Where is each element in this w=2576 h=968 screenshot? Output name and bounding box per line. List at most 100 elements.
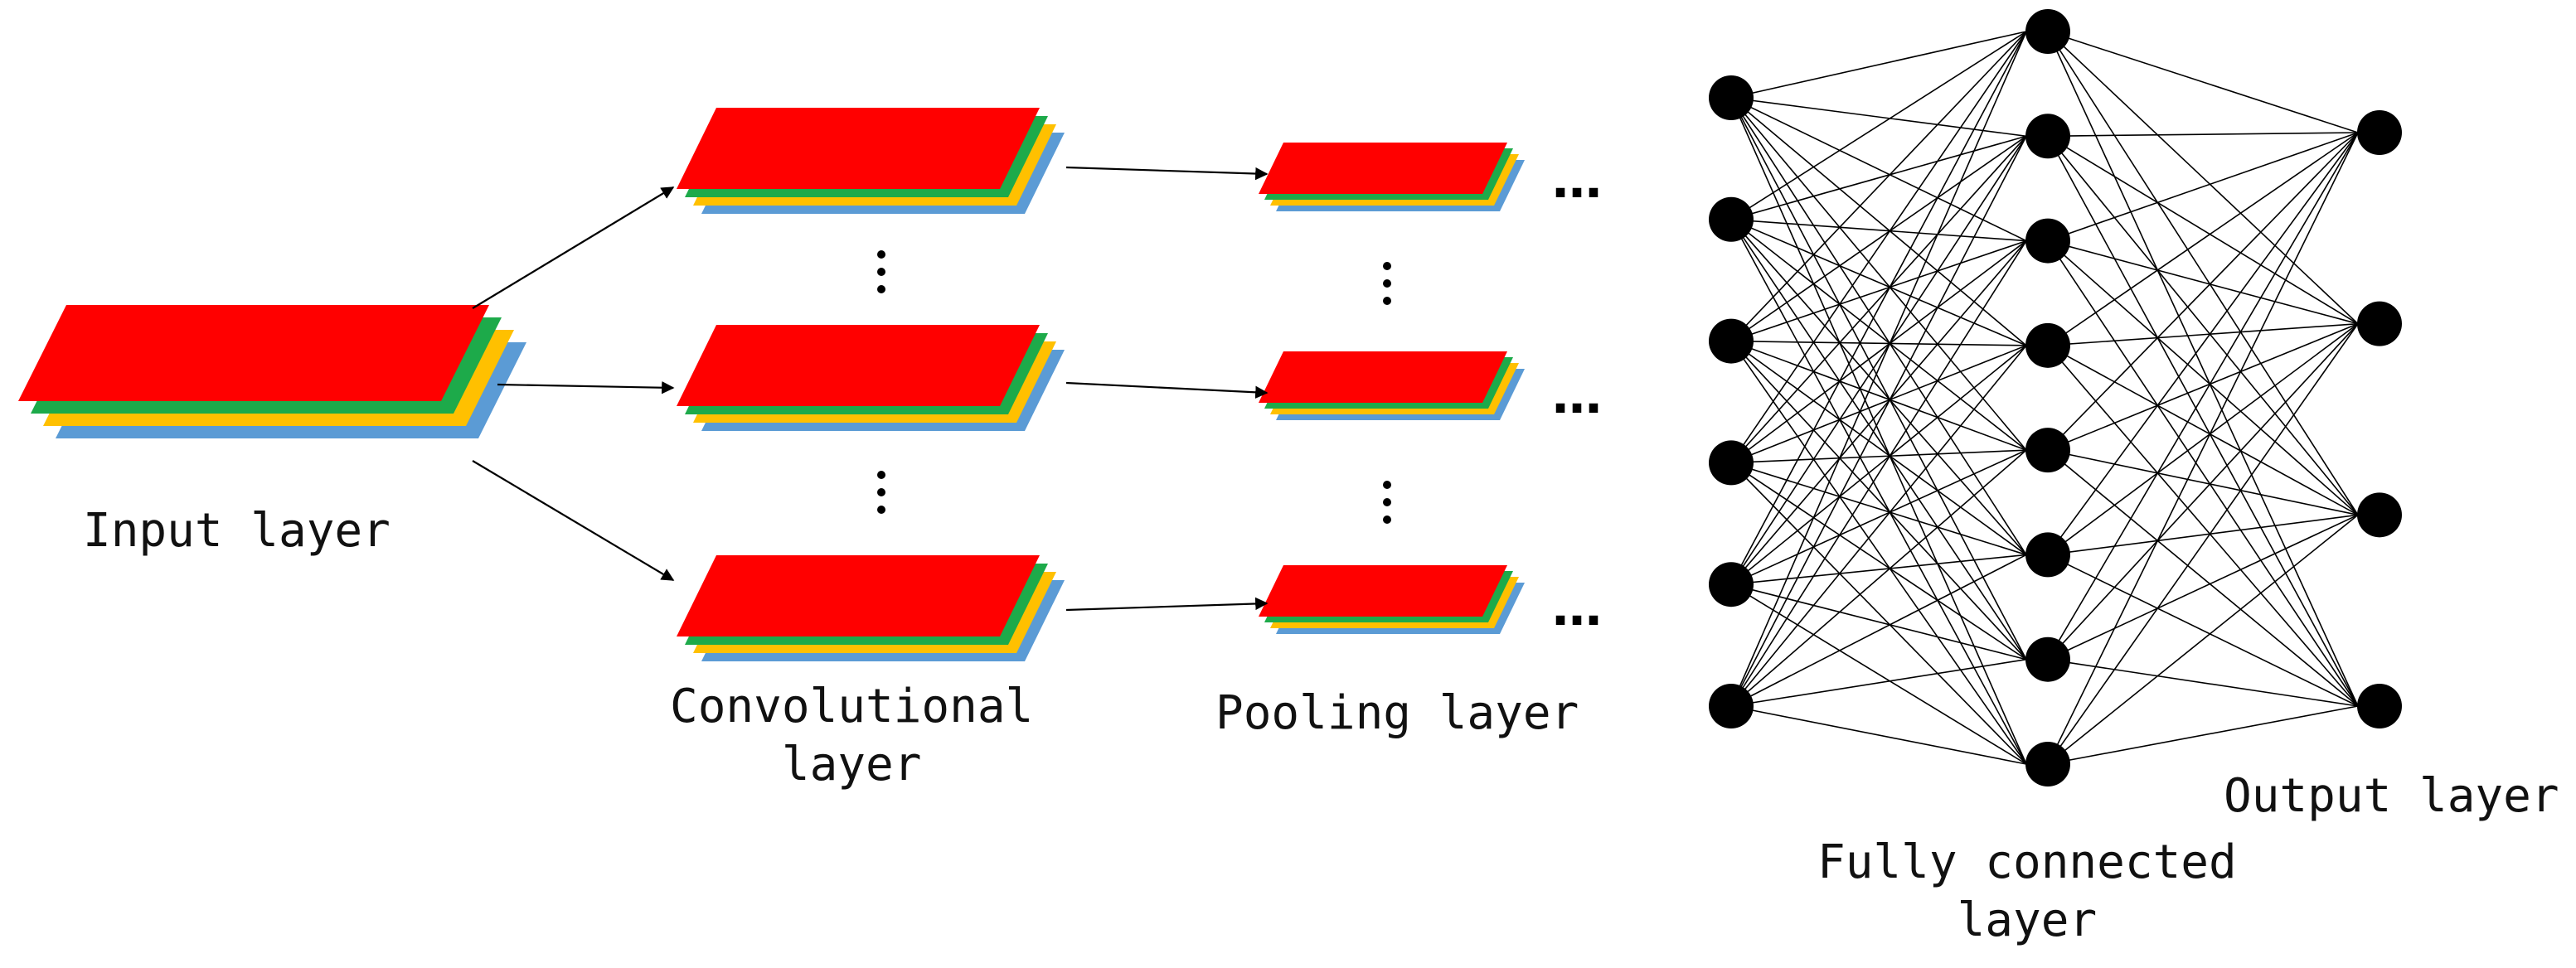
connection-input-to-hidden — [1730, 345, 2027, 585]
connection-hidden-to-output — [2047, 240, 2359, 325]
connection-input-to-hidden — [1730, 583, 2027, 765]
fully-connected-layer-text-line1: Fully connected — [1817, 835, 2237, 889]
connection-hidden-to-output — [2047, 31, 2359, 707]
connection-input-to-hidden — [1730, 240, 2027, 585]
input-node — [1709, 684, 1754, 728]
connection-input-to-hidden — [1730, 340, 2027, 556]
network-nodes — [1709, 9, 2402, 786]
pool-layer-stack-top — [1259, 143, 1525, 211]
connection-input-to-hidden — [1730, 240, 2027, 342]
pool-layer-stack-middle — [1259, 351, 1525, 420]
connection-input-to-hidden — [1730, 705, 2027, 765]
connection-input-to-hidden — [1730, 219, 2027, 346]
feature-map-stacks — [18, 108, 1525, 661]
connection-hidden-to-output — [2047, 132, 2359, 765]
connection-hidden-to-output — [2047, 449, 2359, 516]
connection-hidden-to-output — [2047, 658, 2359, 707]
input-layer-label: Input layer — [83, 502, 391, 560]
connection-input-to-hidden — [1730, 219, 2027, 555]
connection-hidden-to-output — [2047, 132, 2359, 346]
connection-hidden-to-output — [2047, 135, 2359, 707]
connection-hidden-to-output — [2047, 323, 2359, 556]
pool-continuation-middle: … — [1552, 367, 1603, 425]
connection-input-to-hidden — [1730, 97, 2027, 242]
connection-input-to-hidden — [1730, 345, 2027, 464]
connection-input-to-hidden — [1730, 340, 2027, 451]
connection-input-to-hidden — [1730, 97, 2027, 346]
connection-input-to-hidden — [1730, 219, 2027, 451]
input-node — [1709, 75, 1754, 120]
convolutional-layer-text-line1: Convolutional — [670, 680, 1034, 733]
connection-hidden-to-output — [2047, 240, 2359, 707]
channel-red — [677, 555, 1040, 636]
connection-hidden-to-output — [2047, 135, 2359, 515]
hidden-node — [2025, 218, 2070, 264]
connection-input-to-hidden — [1730, 449, 2027, 585]
channel-red — [1259, 143, 1507, 194]
hidden-node — [2025, 428, 2070, 473]
connection-hidden-to-output — [2047, 345, 2359, 707]
conv-layer-stack-middle — [677, 325, 1065, 431]
connection-hidden-to-output — [2047, 323, 2359, 661]
hidden-node — [2025, 9, 2070, 54]
connection-input-to-hidden — [1730, 340, 2027, 346]
hidden-node — [2025, 742, 2070, 786]
connection-input-to-hidden — [1730, 135, 2027, 463]
connection-input-to-hidden — [1730, 31, 2027, 463]
channel-red — [677, 325, 1040, 406]
hidden-node — [2025, 322, 2070, 368]
connection-input-to-hidden — [1730, 341, 2027, 661]
connection-input-to-hidden — [1730, 219, 2027, 661]
hidden-node — [2025, 114, 2070, 159]
connection-input-to-hidden — [1730, 31, 2027, 707]
input-layer-text: Input layer — [83, 504, 391, 558]
connection-input-to-hidden — [1730, 31, 2027, 220]
input-node — [1709, 318, 1754, 364]
pooling-layer-text: Pooling layer — [1215, 686, 1579, 740]
output-node — [2357, 492, 2402, 538]
connection-input-to-hidden — [1730, 97, 2027, 555]
hidden-node — [2025, 636, 2070, 682]
output-layer-label: Output layer — [2224, 767, 2559, 825]
connection-hidden-to-output — [2047, 554, 2359, 707]
pool-vertical-dots-lower — [1383, 481, 1391, 524]
connection-input-to-hidden — [1730, 449, 2027, 464]
channel-red — [18, 305, 489, 401]
connection-hidden-to-output — [2047, 449, 2359, 707]
arrow-conv-to-pool-top — [1065, 166, 1269, 181]
connection-input-to-hidden — [1730, 31, 2027, 99]
connection-input-to-hidden — [1730, 462, 2027, 765]
connection-input-to-hidden — [1730, 583, 2027, 661]
convolutional-layer-label: Convolutional layer — [670, 678, 1033, 794]
connection-hidden-to-output — [2047, 132, 2359, 555]
connection-input-to-hidden — [1730, 554, 2027, 707]
connection-hidden-to-output — [2047, 345, 2359, 516]
connection-input-to-hidden — [1730, 449, 2027, 707]
pool-continuation-bottom: … — [1552, 579, 1603, 637]
connection-input-to-hidden — [1730, 345, 2027, 707]
connection-input-to-hidden — [1730, 658, 2027, 707]
arrow-conv-to-pool-bottom — [1065, 597, 1269, 612]
output-node — [2357, 301, 2402, 346]
arrow-input-to-conv-bottom — [472, 460, 675, 581]
input-to-conv-arrows — [472, 186, 675, 581]
fully-connected-layer-label: Fully connected layer — [1817, 834, 2237, 950]
conv-to-pool-arrows — [1065, 166, 1269, 612]
connection-hidden-to-output — [2047, 514, 2359, 556]
network-connections — [1730, 31, 2359, 765]
connection-input-to-hidden — [1730, 240, 2027, 464]
input-node — [1709, 440, 1754, 486]
input-node — [1709, 196, 1754, 242]
conv-vertical-dots-upper — [877, 250, 885, 293]
channel-red — [677, 108, 1040, 189]
connection-hidden-to-output — [2047, 514, 2359, 661]
connection-hidden-to-output — [2047, 322, 2359, 346]
connection-hidden-to-output — [2047, 132, 2359, 138]
output-layer-text: Output layer — [2224, 769, 2559, 823]
vertical-ellipses — [877, 250, 1391, 524]
conv-layer-stack-bottom — [677, 555, 1065, 661]
conv-vertical-dots-lower — [877, 471, 885, 514]
connection-hidden-to-output — [2047, 31, 2359, 133]
connection-input-to-hidden — [1730, 462, 2027, 556]
